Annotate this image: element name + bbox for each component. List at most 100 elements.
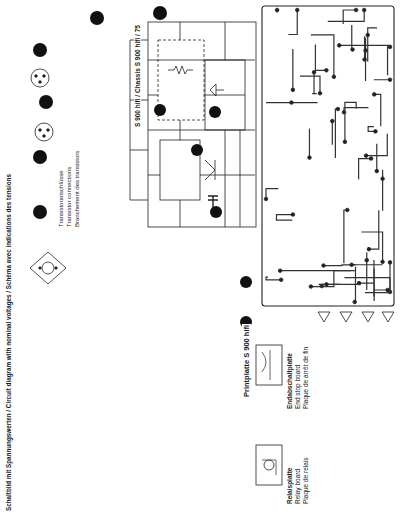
sheet-title: Schaltbild mit Spannungswerten / Circuit… (6, 173, 13, 512)
pcb-trace (374, 94, 381, 126)
pcb-trace (315, 45, 326, 71)
solder-pad (354, 8, 358, 12)
pcb-trace (328, 10, 364, 21)
transistor-symbol (210, 84, 224, 96)
sheet-label-text: Printplatte S 900 hifi (242, 324, 251, 398)
sheet-label: Endabschaltplatte (286, 352, 293, 410)
solder-pad (374, 130, 378, 134)
sheet-label-text: Relay board (294, 468, 301, 505)
pcb-trace (366, 252, 367, 290)
solder-pad (278, 269, 282, 273)
pcb-trace (319, 284, 341, 285)
pcb-trace (359, 159, 371, 180)
sheet-label: Branchement des transistors (74, 150, 81, 228)
sheet-label: Transistor connections (66, 166, 73, 228)
solder-pad (264, 197, 268, 201)
pcb-trace (309, 129, 311, 157)
pcb-trace (266, 189, 278, 199)
pcb-trace (288, 10, 297, 34)
pcb-trace (344, 210, 347, 263)
pcb-trace (368, 28, 377, 62)
solder-pad (375, 169, 379, 173)
pcb-trace (335, 109, 338, 158)
pcb-trace (311, 271, 351, 287)
solder-pad (343, 140, 347, 144)
pcb-outline (262, 6, 394, 306)
sheet-label-text: Branchement des transistors (74, 150, 80, 228)
solder-pad (363, 58, 367, 62)
solder-pad (367, 247, 371, 251)
pcb-trace (382, 170, 383, 211)
pcb-trace (266, 277, 281, 280)
solder-pad (350, 263, 354, 267)
solder-pad (353, 300, 357, 304)
sheet-label-text: Relaisplatte (286, 467, 293, 506)
pcb-trace (374, 260, 388, 296)
solder-pad (388, 78, 392, 82)
pcb-trace (388, 47, 390, 75)
sheet-label-text: Plaque de relais (302, 456, 309, 505)
solder-pad (309, 285, 313, 289)
to3-package (30, 252, 66, 284)
pcb-trace (369, 210, 379, 249)
solder-pad (308, 156, 312, 160)
pcb-trace (364, 36, 365, 59)
solder-pad (322, 264, 326, 268)
solder-pad (279, 278, 283, 282)
solder-pad (362, 8, 366, 12)
sheet-label: End stop board (294, 364, 301, 410)
sheet-label-text: Endabschaltplatte (286, 352, 293, 410)
solder-pad (312, 71, 316, 75)
solder-pad (381, 177, 385, 181)
solder-pad (364, 154, 368, 158)
pcb-trace (354, 267, 356, 302)
board-outline (256, 445, 282, 485)
pcb-trace (345, 102, 356, 142)
pcb-trace (312, 72, 317, 93)
solder-pad (366, 33, 370, 37)
sheet-label: S 900 hifi / Chassis S 900 hifi / 75 (134, 24, 141, 128)
solder-pad (332, 75, 336, 79)
sheet-label: Plaque de relais (302, 456, 309, 505)
schematic-frame (148, 22, 256, 227)
solder-pad (290, 101, 294, 105)
sheet-label: Plaque de arrêt de fin (302, 346, 309, 410)
pcb-trace (361, 232, 382, 262)
pinout-symbol (31, 69, 49, 87)
pcb-trace (276, 215, 292, 221)
sheet-label: Relaisplatte (286, 467, 293, 506)
sheet-label: Relay board (294, 468, 301, 505)
solder-pad (325, 283, 329, 287)
board-outline (256, 345, 282, 385)
resistor-symbol (168, 66, 193, 74)
solder-pad (337, 44, 341, 48)
solder-pad (295, 8, 299, 12)
pcb-trace (292, 49, 293, 90)
solder-pad (336, 107, 340, 111)
solder-pad (291, 88, 295, 92)
solder-pad (291, 213, 295, 217)
pcb-trace (332, 121, 333, 145)
pcb-trace (300, 76, 320, 93)
solder-pad (365, 258, 369, 262)
sheet-label-text: Transistor connections (66, 166, 72, 228)
solder-pad (275, 8, 279, 12)
solder-pad (369, 157, 373, 161)
solder-pad (346, 208, 350, 212)
solder-pad (386, 288, 390, 292)
diode-symbol (205, 160, 215, 180)
sheet-label-text: Plaque de arrêt de fin (302, 346, 309, 410)
sheet-label-text: End stop board (294, 364, 301, 410)
pinout-symbol (35, 123, 53, 141)
solder-pad (331, 119, 335, 123)
pcb-trace (376, 144, 377, 171)
solder-pad (318, 91, 322, 95)
sheet-label-text: S 900 hifi / Chassis S 900 hifi / 75 (134, 24, 141, 128)
pcb-trace (374, 79, 390, 80)
sheet-label-text: Transistoranschlüsse (58, 170, 64, 228)
solder-pad (381, 260, 385, 264)
sheet-label: Transistoranschlüsse (58, 170, 65, 228)
pcb-trace (311, 35, 334, 77)
